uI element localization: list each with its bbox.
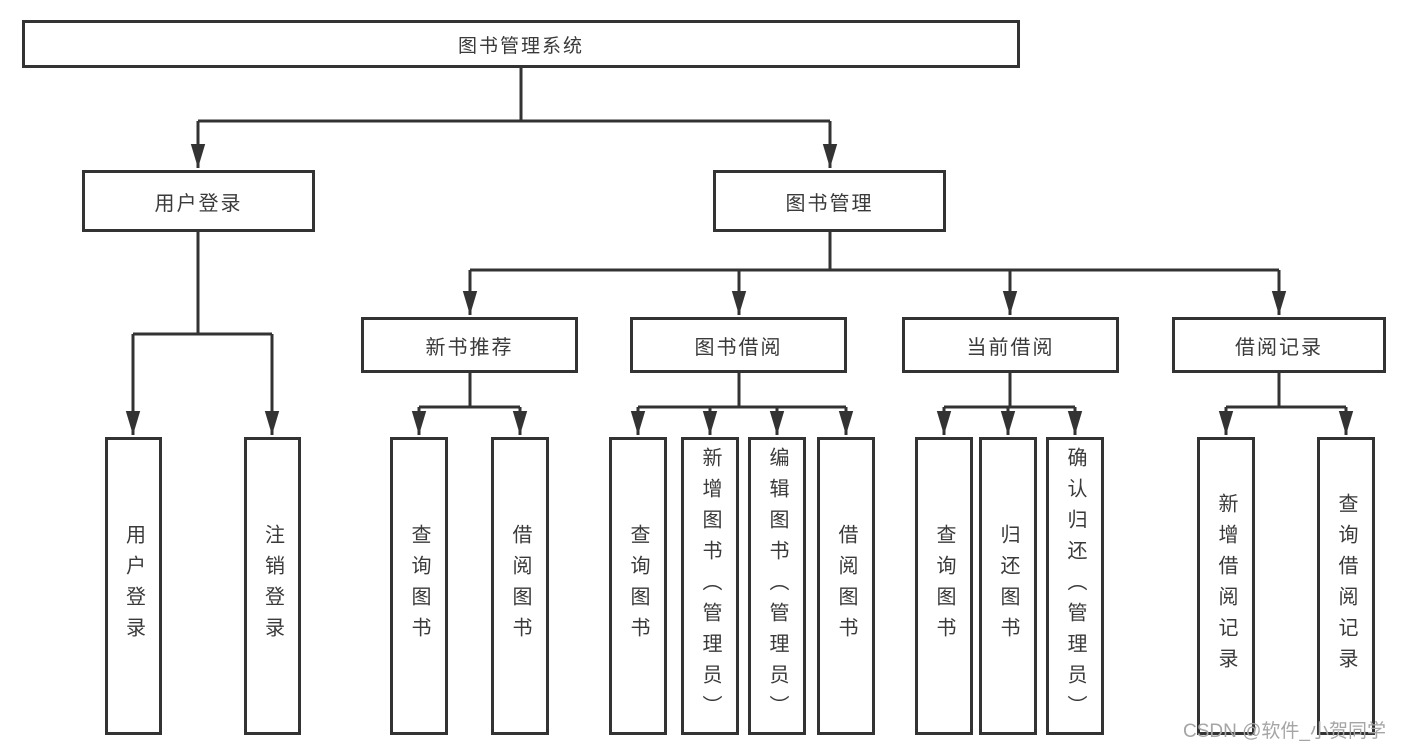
leaf-query-books-3: 查询图书 bbox=[915, 437, 973, 735]
node-label: 新增借阅记录 bbox=[1215, 493, 1237, 679]
node-label: 图书借阅 bbox=[694, 336, 783, 359]
node-label: 编辑图书（管理员） bbox=[766, 446, 788, 726]
node-user-login-branch: 用户登录 bbox=[82, 170, 315, 232]
node-label: 新书推荐 bbox=[425, 336, 514, 359]
leaf-borrow-books-2: 借阅图书 bbox=[817, 437, 875, 735]
leaf-add-borrow-record: 新增借阅记录 bbox=[1197, 437, 1255, 735]
leaf-borrow-books-1: 借阅图书 bbox=[491, 437, 549, 735]
node-label: 新增图书（管理员） bbox=[699, 446, 721, 726]
node-label: 借阅图书 bbox=[835, 524, 857, 648]
node-label: 当前借阅 bbox=[966, 336, 1055, 359]
node-label: 用户登录 bbox=[122, 524, 145, 648]
node-label: 注销登录 bbox=[261, 524, 284, 648]
node-label: 归还图书 bbox=[997, 524, 1019, 648]
node-label: 借阅图书 bbox=[509, 524, 531, 648]
leaf-query-borrow-record: 查询借阅记录 bbox=[1317, 437, 1375, 735]
leaf-logout: 注销登录 bbox=[244, 437, 301, 735]
connector-arrows bbox=[125, 121, 1354, 435]
leaf-query-books-2: 查询图书 bbox=[609, 437, 667, 735]
node-book-borrowing: 图书借阅 bbox=[630, 317, 847, 373]
node-borrowing-records: 借阅记录 bbox=[1172, 317, 1386, 373]
leaf-user-login: 用户登录 bbox=[105, 437, 162, 735]
leaf-add-books-admin: 新增图书（管理员） bbox=[681, 437, 739, 735]
node-current-borrowing: 当前借阅 bbox=[902, 317, 1119, 373]
node-label: 查询图书 bbox=[408, 524, 430, 648]
node-new-book-recommendation: 新书推荐 bbox=[361, 317, 578, 373]
node-label: 确认归还（管理员） bbox=[1064, 446, 1086, 726]
node-label: 查询借阅记录 bbox=[1335, 493, 1357, 679]
leaf-return-books: 归还图书 bbox=[979, 437, 1037, 735]
leaf-edit-books-admin: 编辑图书（管理员） bbox=[748, 437, 806, 735]
node-label: 图书管理系统 bbox=[457, 35, 584, 57]
node-label: 查询图书 bbox=[627, 524, 649, 648]
node-label: 借阅记录 bbox=[1235, 336, 1323, 359]
node-label: 图书管理 bbox=[785, 192, 874, 215]
leaf-query-books-1: 查询图书 bbox=[390, 437, 448, 735]
node-label: 用户登录 bbox=[154, 192, 243, 215]
node-book-management-branch: 图书管理 bbox=[713, 170, 946, 232]
leaf-confirm-return-admin: 确认归还（管理员） bbox=[1046, 437, 1104, 735]
connector-rails bbox=[133, 68, 1346, 409]
node-library-management-system: 图书管理系统 bbox=[22, 20, 1020, 68]
node-label: 查询图书 bbox=[933, 524, 955, 648]
